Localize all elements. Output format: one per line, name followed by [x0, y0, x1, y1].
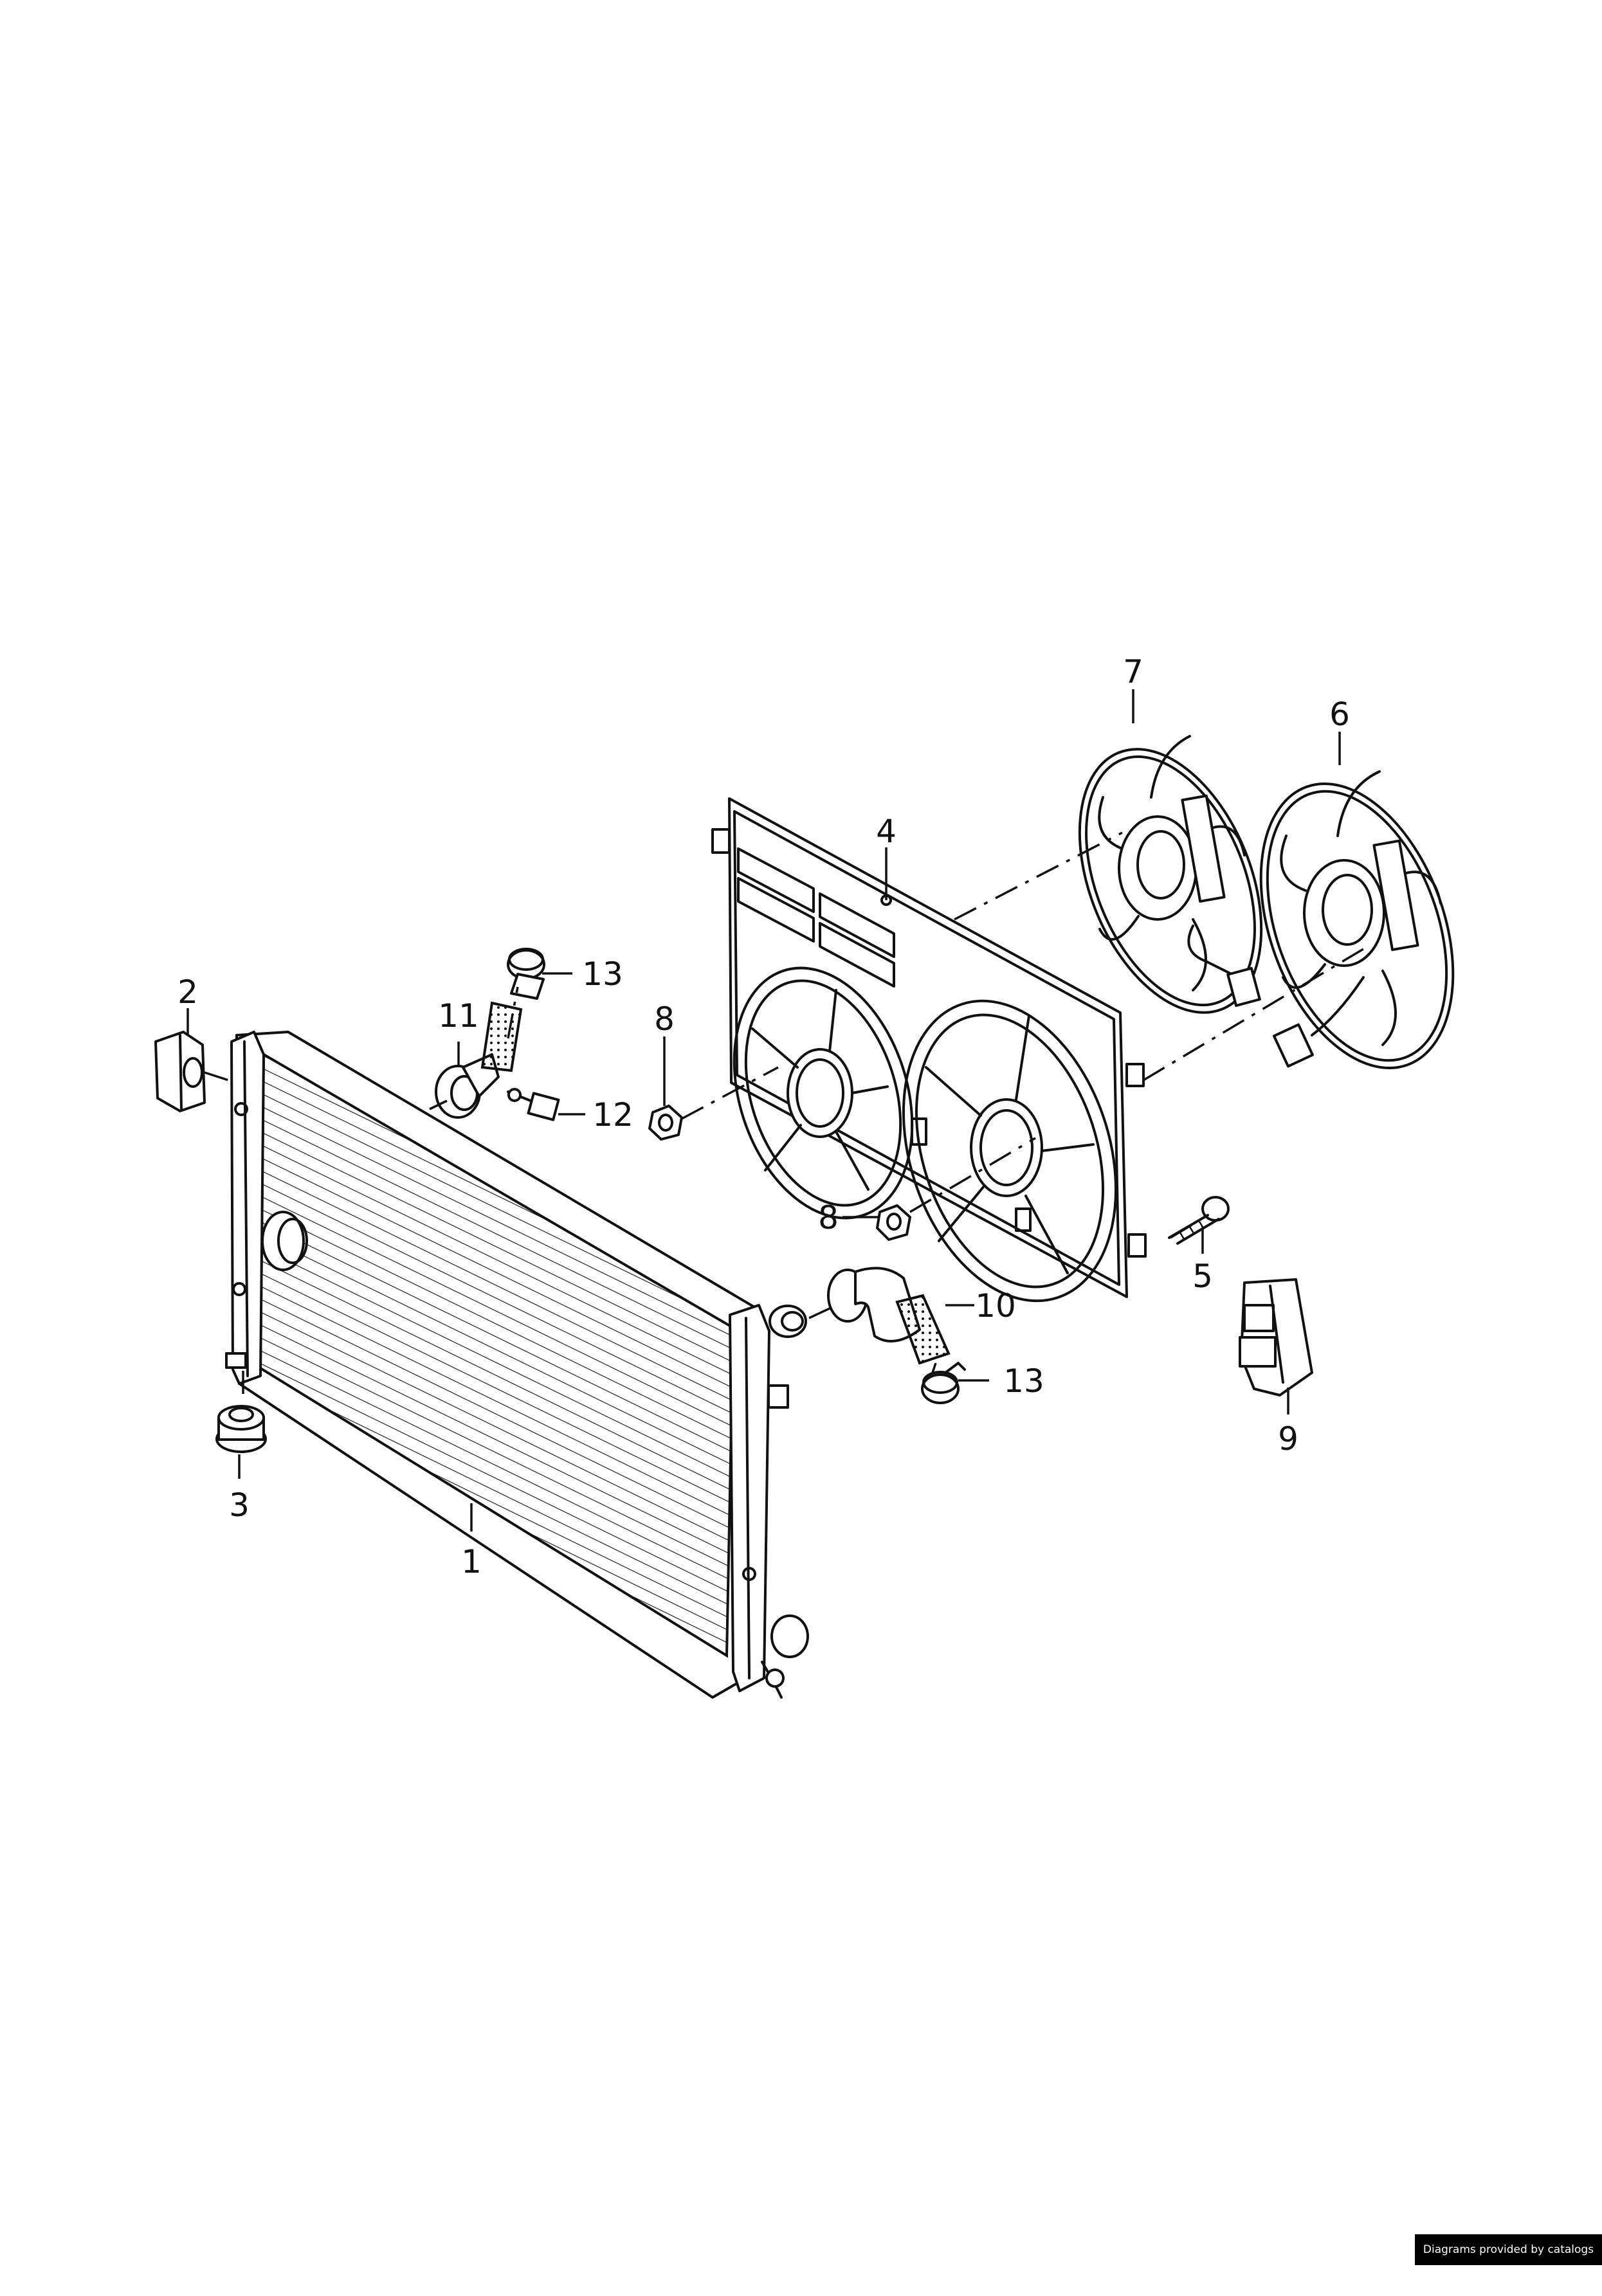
- callout-3: 3: [229, 1487, 250, 1524]
- callout-1: 1: [461, 1543, 482, 1580]
- callout-5: 5: [1192, 1258, 1213, 1295]
- fan-motor-6: [1259, 770, 1455, 1070]
- shroud-left-fan-opening: [733, 966, 914, 1220]
- callout-12: 12: [592, 1096, 633, 1134]
- callout-11: 11: [438, 997, 479, 1035]
- clamp-13-lower: [921, 1362, 966, 1404]
- callout-2: 2: [177, 973, 198, 1011]
- sensor-12: [507, 1088, 560, 1121]
- watermark-banner: Diagrams provided by catalogs parts: [1415, 2234, 1602, 2287]
- hose-10: [827, 1267, 951, 1365]
- callout-8-upper: 8: [654, 1000, 675, 1038]
- callout-4: 4: [876, 813, 897, 850]
- fan-shroud: [711, 797, 1147, 1303]
- shroud-right-fan-opening: [902, 999, 1118, 1303]
- callout-9: 9: [1278, 1420, 1298, 1458]
- bracket-2: [154, 1031, 206, 1112]
- assembly-lines: [204, 831, 1370, 1394]
- callout-10: 10: [975, 1287, 1016, 1324]
- fan-motor-7: [1078, 735, 1263, 1014]
- callout-8-lower: 8: [818, 1199, 839, 1236]
- leader-lines: [187, 689, 1341, 1532]
- callout-13-upper: 13: [582, 955, 623, 993]
- callout-labels: 1 2 3 4 5 6 7 8 8 9 10 11 12 13 13: [177, 653, 1350, 1580]
- callout-6: 6: [1329, 696, 1350, 733]
- callout-13-lower: 13: [1003, 1362, 1044, 1400]
- rubber-mount-3: [215, 1405, 267, 1453]
- screw-5: [1168, 1196, 1230, 1245]
- clamp-13-upper: [507, 948, 545, 1000]
- holder-9: [1239, 1278, 1313, 1397]
- callout-7: 7: [1123, 653, 1143, 691]
- nut-8-lower: [876, 1204, 911, 1241]
- radiator: [225, 1031, 809, 1699]
- nut-8-upper: [648, 1105, 683, 1141]
